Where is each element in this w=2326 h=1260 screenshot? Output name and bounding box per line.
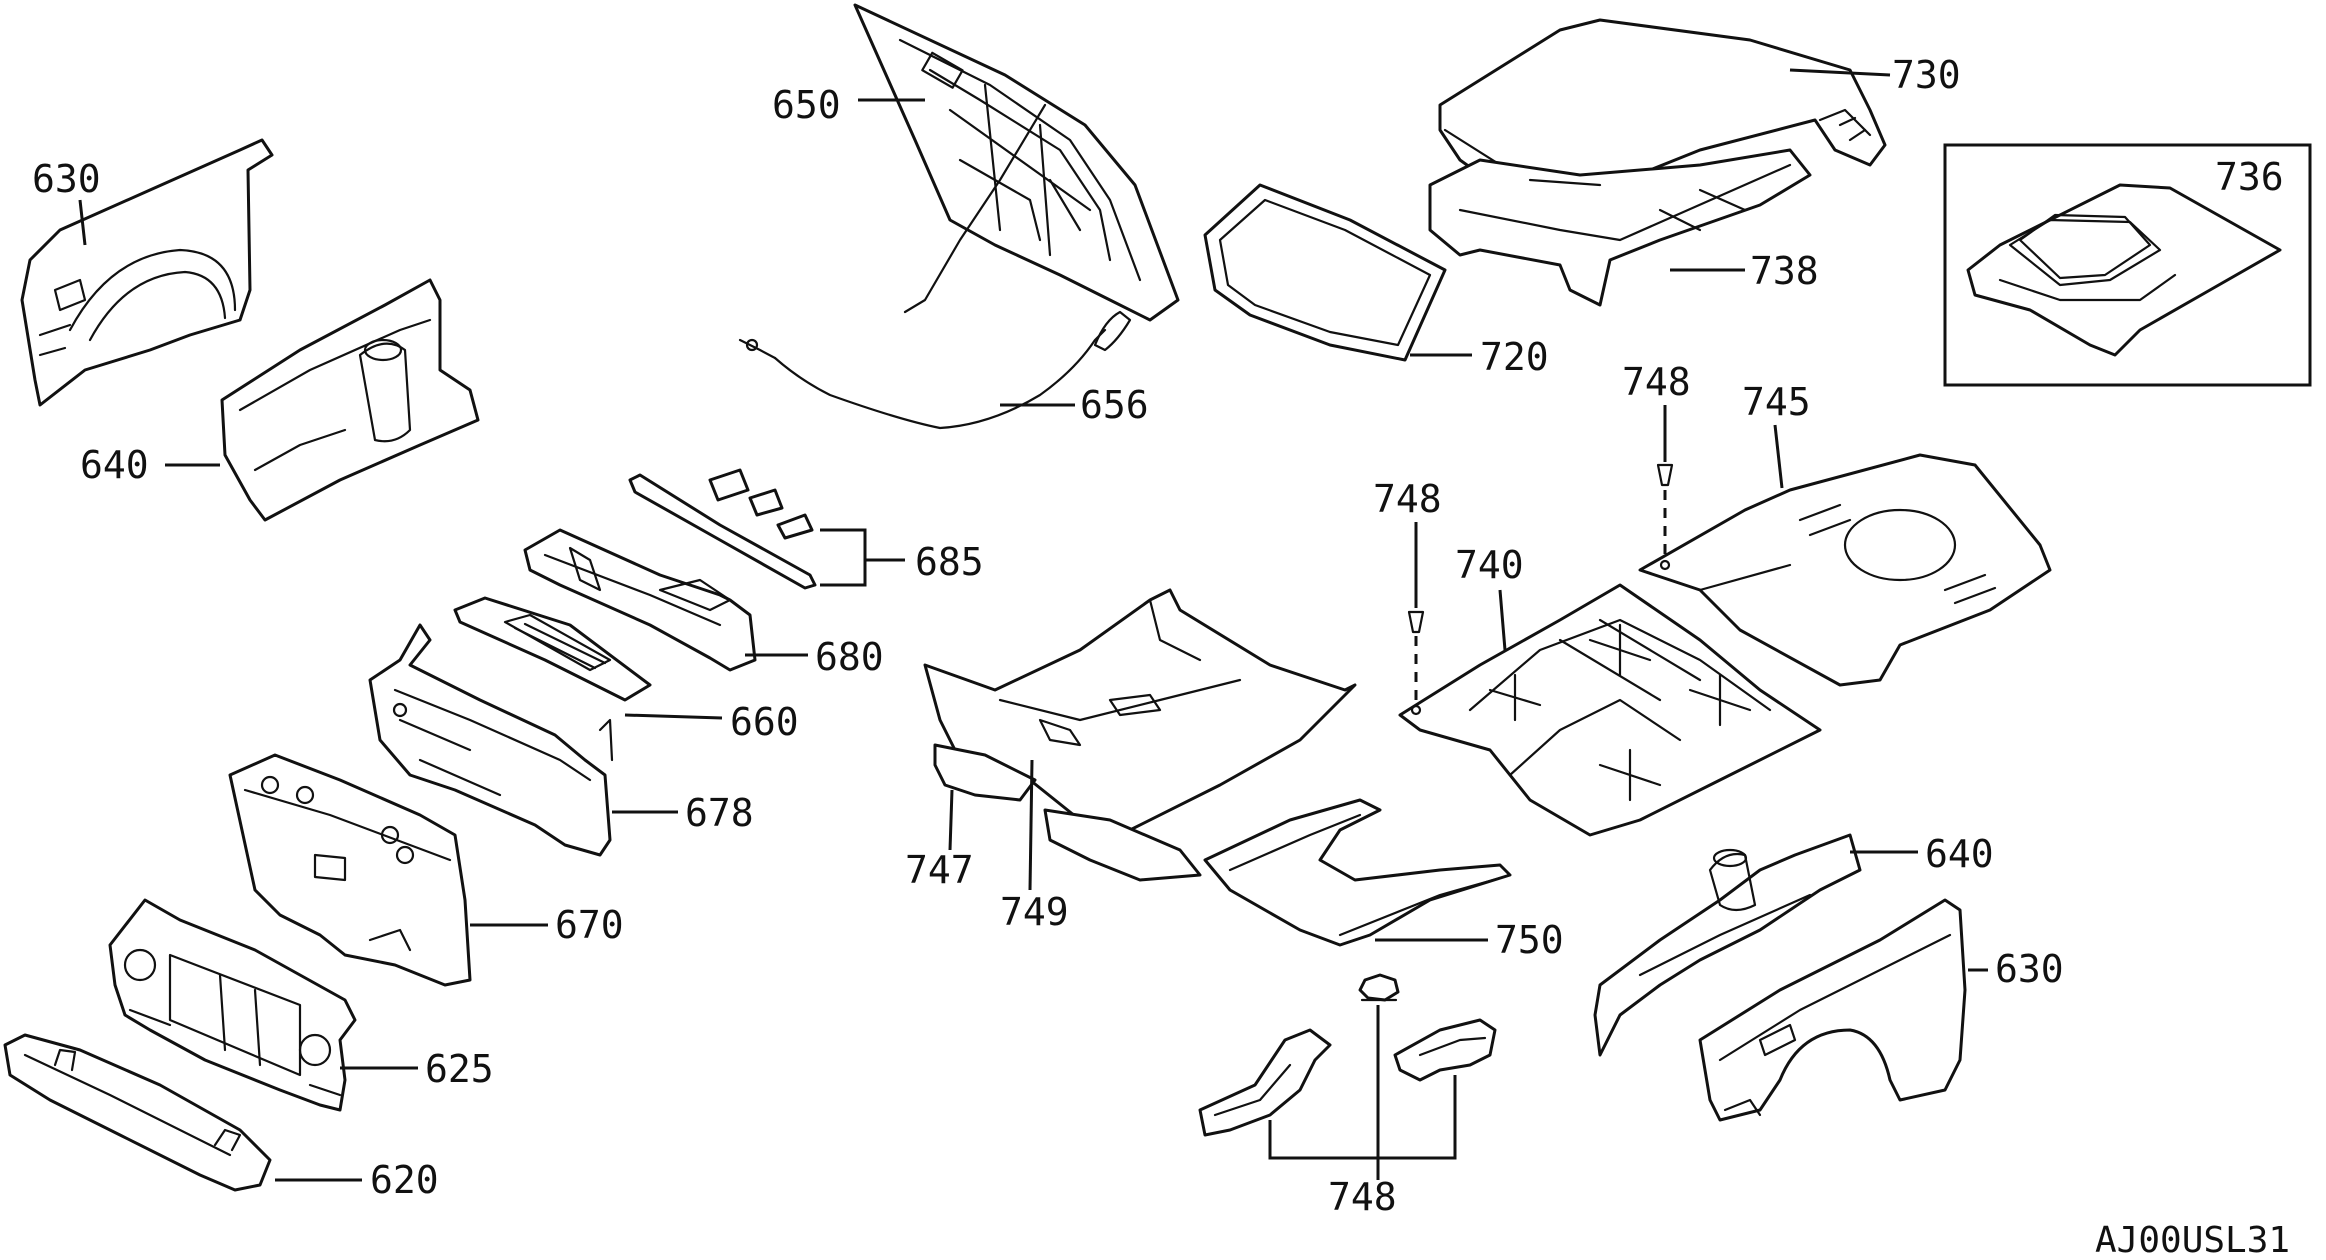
callout-678: 678 (685, 791, 754, 835)
callout-740: 740 (1455, 543, 1524, 587)
leader-747 (948, 789, 954, 851)
sunroof-inset-736 (1943, 143, 2312, 387)
hood-ledge-left-640 (220, 278, 480, 522)
leader-730 (1789, 68, 1891, 77)
callout-656: 656 (1080, 383, 1149, 427)
cowl-panel-680 (523, 528, 757, 672)
callout-680: 680 (815, 635, 884, 679)
floor-cross-members (1488, 623, 1752, 802)
cowl-top-grille-685 (628, 468, 817, 590)
bracket-748-right (1393, 1018, 1497, 1082)
bracket-748-left (1198, 1028, 1332, 1137)
callout-736: 736 (2215, 155, 2284, 199)
callout-750: 750 (1495, 918, 1564, 962)
floor-side-member-750 (1203, 798, 1512, 947)
dash-panel-678 (368, 623, 614, 857)
leader-740 (1498, 589, 1507, 651)
callout-670: 670 (555, 903, 624, 947)
front-fender-left-630 (20, 138, 274, 407)
leader-685 (820, 528, 905, 587)
callout-640-left: 640 (80, 443, 149, 487)
callout-650: 650 (772, 83, 841, 127)
hood-panel-650 (853, 3, 1180, 322)
leader-749 (1028, 759, 1034, 891)
clip-748-top-right (1656, 463, 1674, 571)
callout-660: 660 (730, 700, 799, 744)
leader-630-left (78, 199, 87, 246)
callout-620: 620 (370, 1158, 439, 1202)
front-cross-member-620 (3, 1033, 272, 1192)
callout-738: 738 (1750, 249, 1819, 293)
callout-630-left: 630 (32, 157, 101, 201)
callout-640-right: 640 (1925, 832, 1994, 876)
leader-748-bottom (1268, 1005, 1457, 1180)
hood-prop-rod (903, 103, 1047, 314)
callout-748-top-right: 748 (1622, 360, 1691, 404)
grommet-748-center (1358, 973, 1400, 1002)
callout-685: 685 (915, 540, 984, 584)
hood-ledge-right-640 (1593, 833, 1862, 1057)
floor-side-piece-747 (933, 743, 1037, 802)
callout-720: 720 (1480, 335, 1549, 379)
front-fender-right-630 (1698, 898, 1967, 1122)
dash-upper-panel-660 (453, 596, 652, 702)
callout-625: 625 (425, 1047, 494, 1091)
front-floor-panel-740 (1398, 583, 1822, 837)
callout-745: 745 (1742, 380, 1811, 424)
callout-747: 747 (905, 848, 974, 892)
roof-rail-738 (1428, 148, 1812, 307)
leader-745 (1773, 424, 1784, 489)
windshield-glass-720 (1203, 183, 1447, 362)
callout-730: 730 (1892, 53, 1961, 97)
clip-748-mid (1407, 610, 1425, 716)
front-bulkhead-670 (228, 753, 472, 987)
hood-release-cable-656 (738, 310, 1132, 430)
callout-748-mid: 748 (1373, 477, 1442, 521)
callout-630-right: 630 (1995, 947, 2064, 991)
callout-748-bottom: 748 (1328, 1175, 1397, 1219)
drawing-reference-code: AJ00USL31 (2095, 1220, 2290, 1260)
leader-660 (624, 713, 723, 720)
rear-floor-panel-745 (1638, 453, 2052, 687)
floor-lower-piece (1043, 808, 1202, 882)
callout-749: 749 (1000, 890, 1069, 934)
radiator-core-support-625 (108, 898, 357, 1112)
